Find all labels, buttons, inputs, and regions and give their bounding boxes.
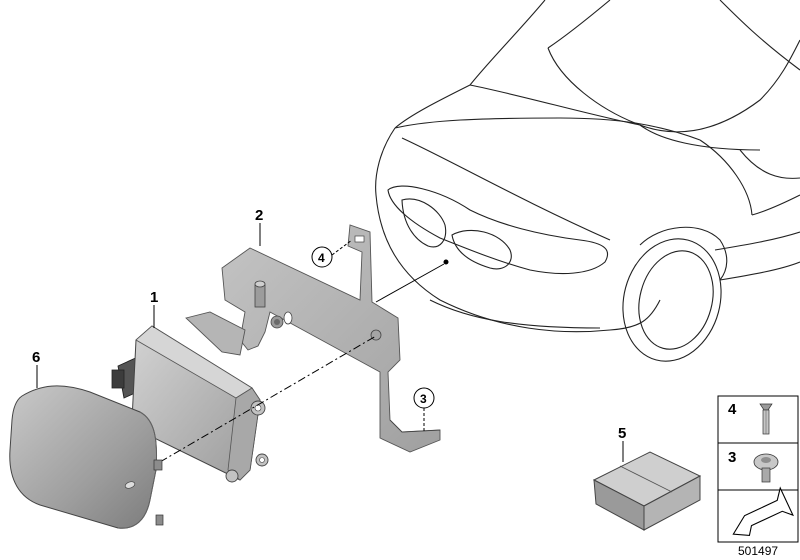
legend-label-3: 3 (728, 449, 736, 466)
legend-label-4: 4 (728, 401, 737, 418)
package-part-5 (592, 451, 702, 531)
callout-6: 6 (32, 349, 40, 388)
callout-2: 2 (255, 207, 263, 246)
callout-label-6: 6 (32, 349, 40, 366)
rivet-icon (759, 403, 773, 435)
leader-line-car (375, 259, 449, 303)
callout-label-4: 4 (318, 251, 325, 265)
car-front-outline (375, 0, 800, 362)
arrow-icon (732, 486, 794, 537)
radar-sensor-part-1 (111, 325, 269, 483)
callout-3: 3 (413, 387, 435, 432)
callout-label-3: 3 (420, 392, 427, 406)
screw-icon (753, 453, 779, 483)
callout-4: 4 (311, 239, 353, 268)
cover-part-6 (9, 385, 164, 529)
callout-5: 5 (618, 425, 626, 462)
callout-label-5: 5 (618, 425, 626, 442)
bracket-part-2 (185, 224, 441, 453)
callout-label-2: 2 (255, 207, 263, 224)
parts-legend: 4 3 (717, 395, 799, 543)
callout-1: 1 (150, 289, 158, 328)
diagram-number: 501497 (738, 544, 778, 558)
alignment-line (159, 335, 377, 463)
callout-label-1: 1 (150, 289, 158, 306)
